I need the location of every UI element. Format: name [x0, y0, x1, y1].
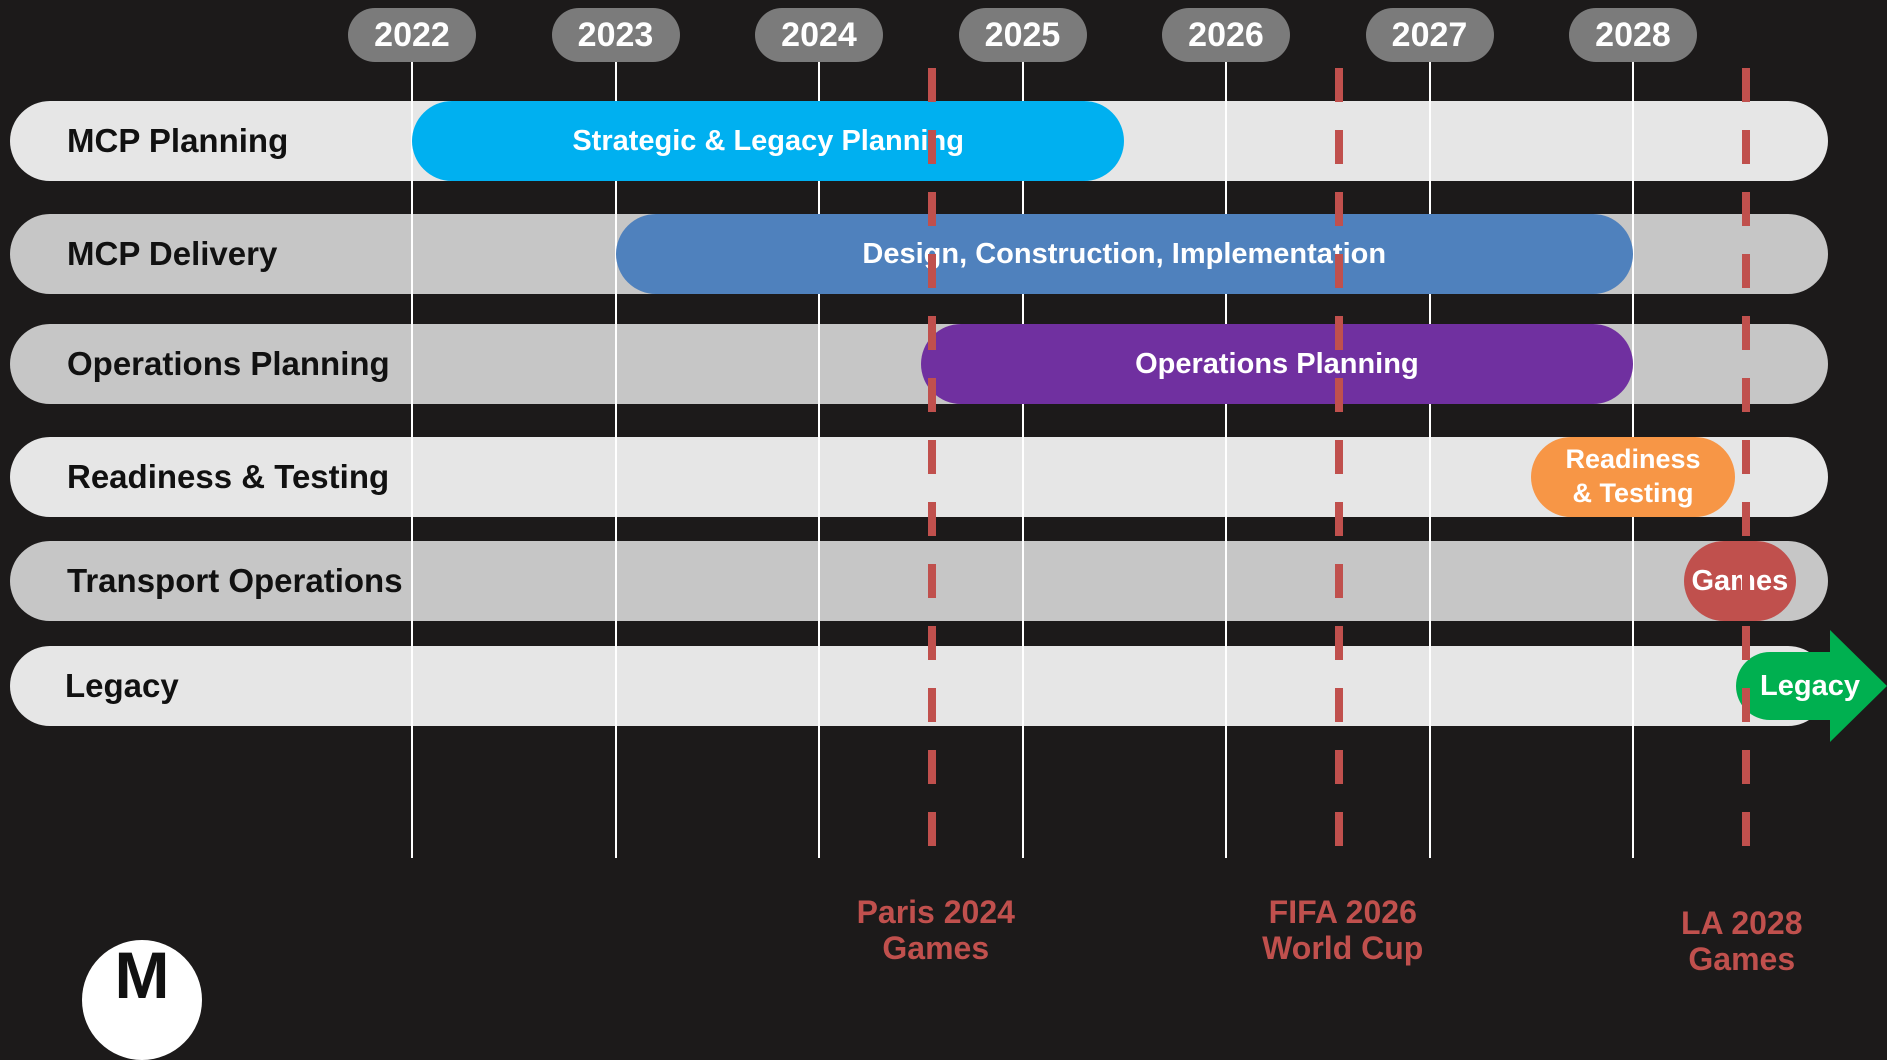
phase-bar: Readiness& Testing: [1531, 437, 1735, 517]
swimlane-label: Transport Operations: [67, 562, 403, 599]
phase-bar: Design, Construction, Implementation: [615, 214, 1633, 294]
legacy-arrow-label: Legacy: [1760, 670, 1860, 702]
year-label: 2023: [551, 8, 680, 62]
swimlane-label: Legacy: [65, 667, 179, 704]
logo-glyph: M: [114, 940, 170, 1012]
event-marker-line: [1741, 68, 1750, 874]
year-label: 2028: [1569, 8, 1697, 62]
year-gridline: [411, 62, 413, 858]
event-marker-line: [927, 68, 936, 874]
year-gridline: [818, 62, 820, 858]
phase-bar: Games: [1683, 541, 1796, 621]
year-label: 2027: [1365, 8, 1494, 62]
year-label: 2024: [755, 8, 883, 62]
swimlane-row: [10, 437, 1828, 517]
metro-logo: M: [82, 940, 202, 1060]
swimlane-label: MCP Planning: [67, 122, 289, 159]
swimlane-row: [10, 646, 1828, 726]
year-gridline: [614, 62, 617, 858]
phase-bar: Strategic & Legacy Planning: [412, 101, 1125, 181]
year-gridline: [1225, 62, 1227, 858]
year-label: 2025: [958, 8, 1087, 62]
year-gridline: [1428, 62, 1431, 858]
year-gridline: [1021, 62, 1024, 858]
year-label: 2022: [348, 8, 476, 62]
legacy-arrow: [1736, 630, 1887, 742]
phase-bar: Operations Planning: [920, 324, 1633, 404]
swimlane-row: [10, 541, 1828, 621]
swimlane-label: Operations Planning: [67, 345, 390, 382]
swimlane-label: MCP Delivery: [67, 235, 278, 272]
event-marker-line: [1334, 68, 1343, 874]
year-label: 2026: [1162, 8, 1290, 62]
swimlane-label: Readiness & Testing: [67, 458, 390, 495]
legacy-arrow-shape: [1736, 630, 1887, 742]
